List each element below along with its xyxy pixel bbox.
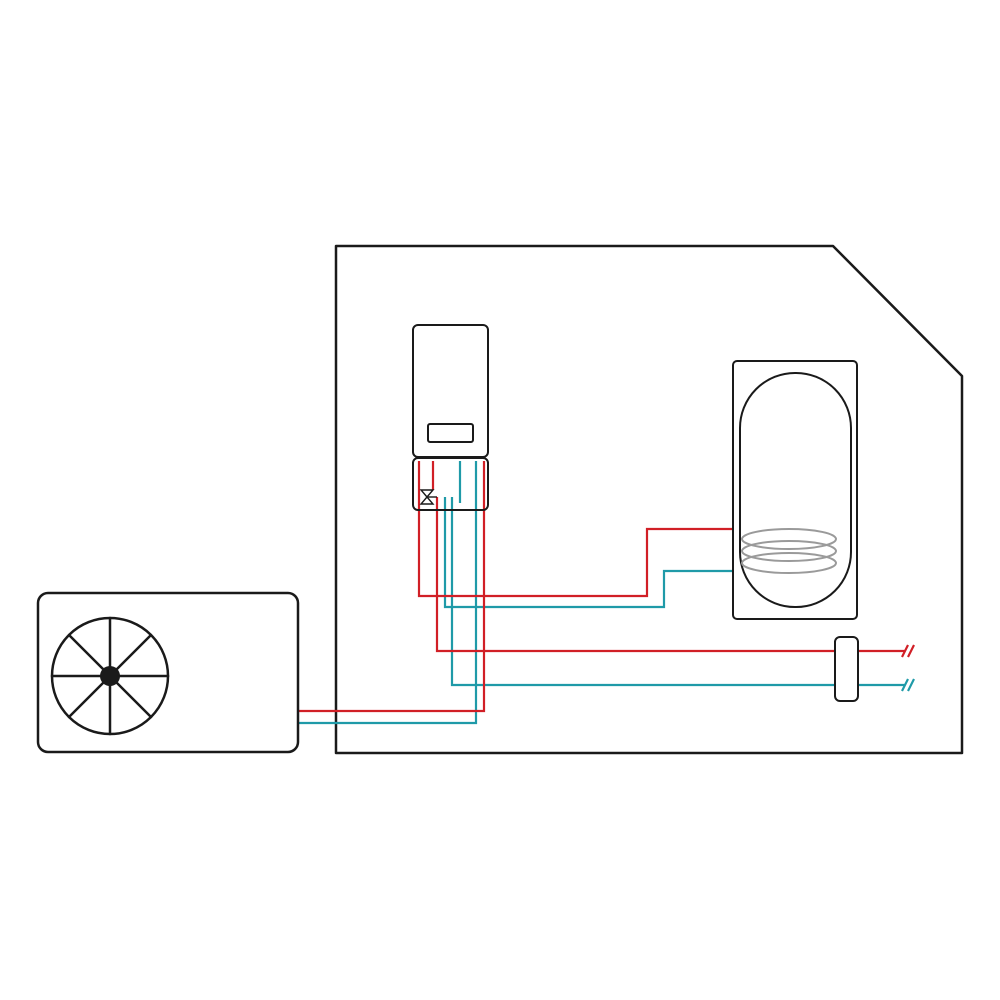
indoor-unit (412, 324, 489, 511)
supply-pipes (299, 461, 905, 713)
return-pipes (299, 461, 905, 725)
hot-water-cylinder-icon (732, 360, 858, 620)
building-outline (334, 244, 964, 755)
supply-pipe-circuit (435, 497, 905, 653)
break-mark-icon (901, 644, 915, 692)
tank-casing (732, 360, 858, 620)
indoor-unit-connection-box (412, 457, 489, 511)
distribution-block-icon (834, 636, 859, 702)
supply-pipe-tank (417, 461, 738, 598)
indoor-unit-display (427, 423, 474, 443)
tank-vessel (739, 372, 852, 608)
outdoor-unit (36, 591, 300, 754)
three-way-valve-icon (419, 489, 437, 505)
return-pipe-tank (443, 497, 738, 609)
return-pipe-circuit (450, 497, 905, 687)
fan-icon (50, 616, 170, 736)
supply-pipe-outdoor (299, 461, 486, 713)
tank-heating-coil (741, 528, 837, 574)
return-pipe-outdoor (299, 461, 478, 725)
